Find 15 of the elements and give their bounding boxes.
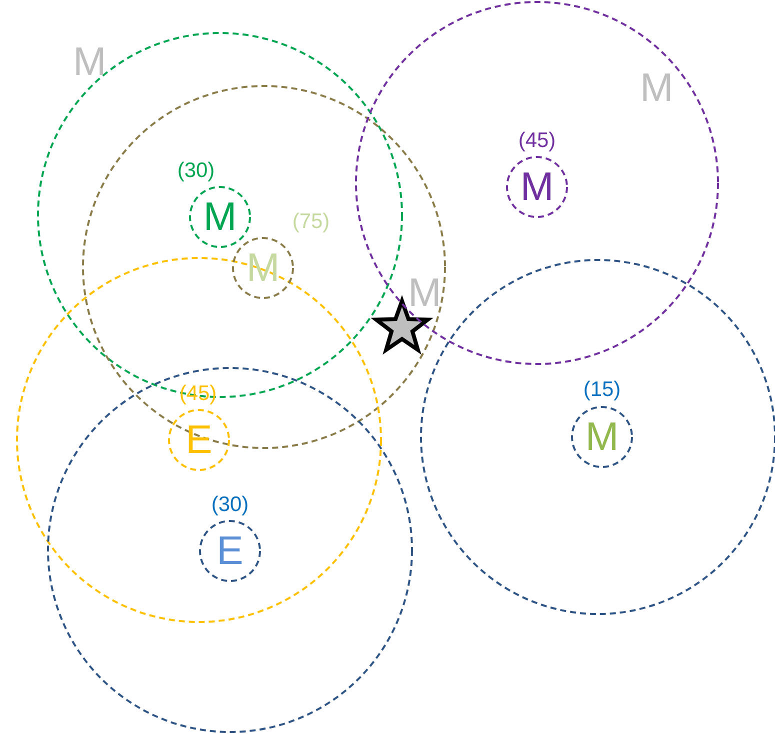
circle-letter: M (519, 167, 555, 207)
circle-letter: E (216, 531, 244, 571)
circle-letter: M (584, 417, 620, 457)
number-label: (30) (177, 160, 215, 181)
dashed-circle (355, 1, 719, 365)
number-label: (75) (292, 211, 330, 232)
letter-label: M (640, 68, 674, 108)
circle-letter: M (202, 197, 238, 237)
dashed-circle (47, 367, 413, 733)
circle-letter: E (184, 420, 214, 460)
letter-label: M (73, 42, 106, 82)
number-label: (45) (518, 130, 556, 151)
number-label: (30) (211, 494, 249, 515)
number-label: (15) (583, 379, 621, 400)
letter-label: M (408, 273, 442, 313)
